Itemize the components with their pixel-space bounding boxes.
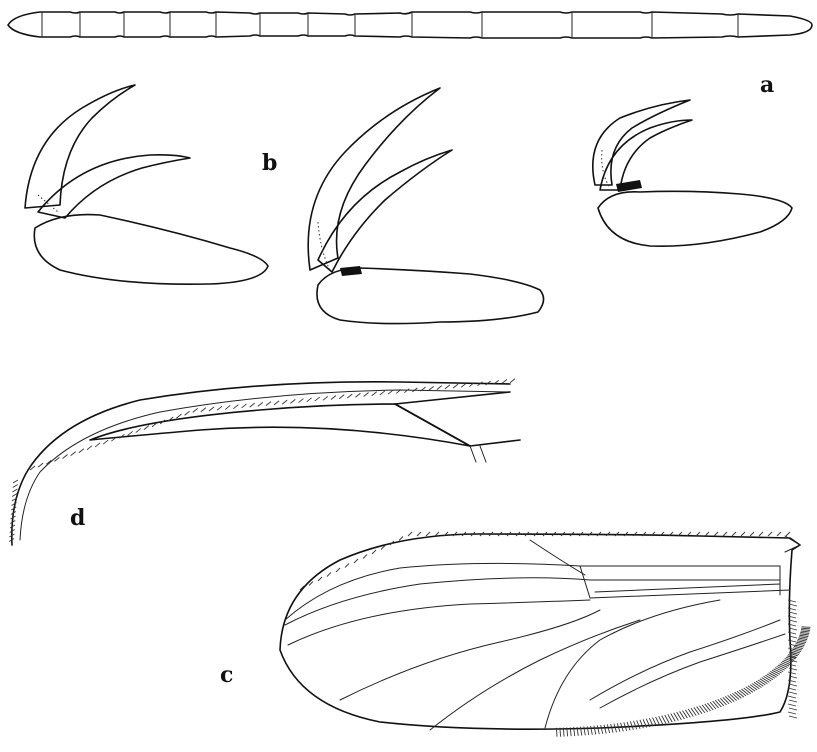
panel-c-costa-bristles bbox=[300, 532, 790, 590]
panel-b-label: b bbox=[262, 150, 277, 176]
panel-d-label: d bbox=[70, 505, 85, 531]
panel-b-claw-1 bbox=[25, 85, 268, 284]
panel-c-wing bbox=[280, 532, 810, 737]
panel-c-label: c bbox=[220, 662, 233, 688]
panel-a-label: a bbox=[760, 72, 774, 98]
panel-a-antenna bbox=[8, 12, 812, 38]
panel-d-wing-base bbox=[9, 379, 520, 545]
panel-b-claw-2 bbox=[308, 88, 543, 324]
panel-b-claw-3 bbox=[593, 100, 792, 246]
